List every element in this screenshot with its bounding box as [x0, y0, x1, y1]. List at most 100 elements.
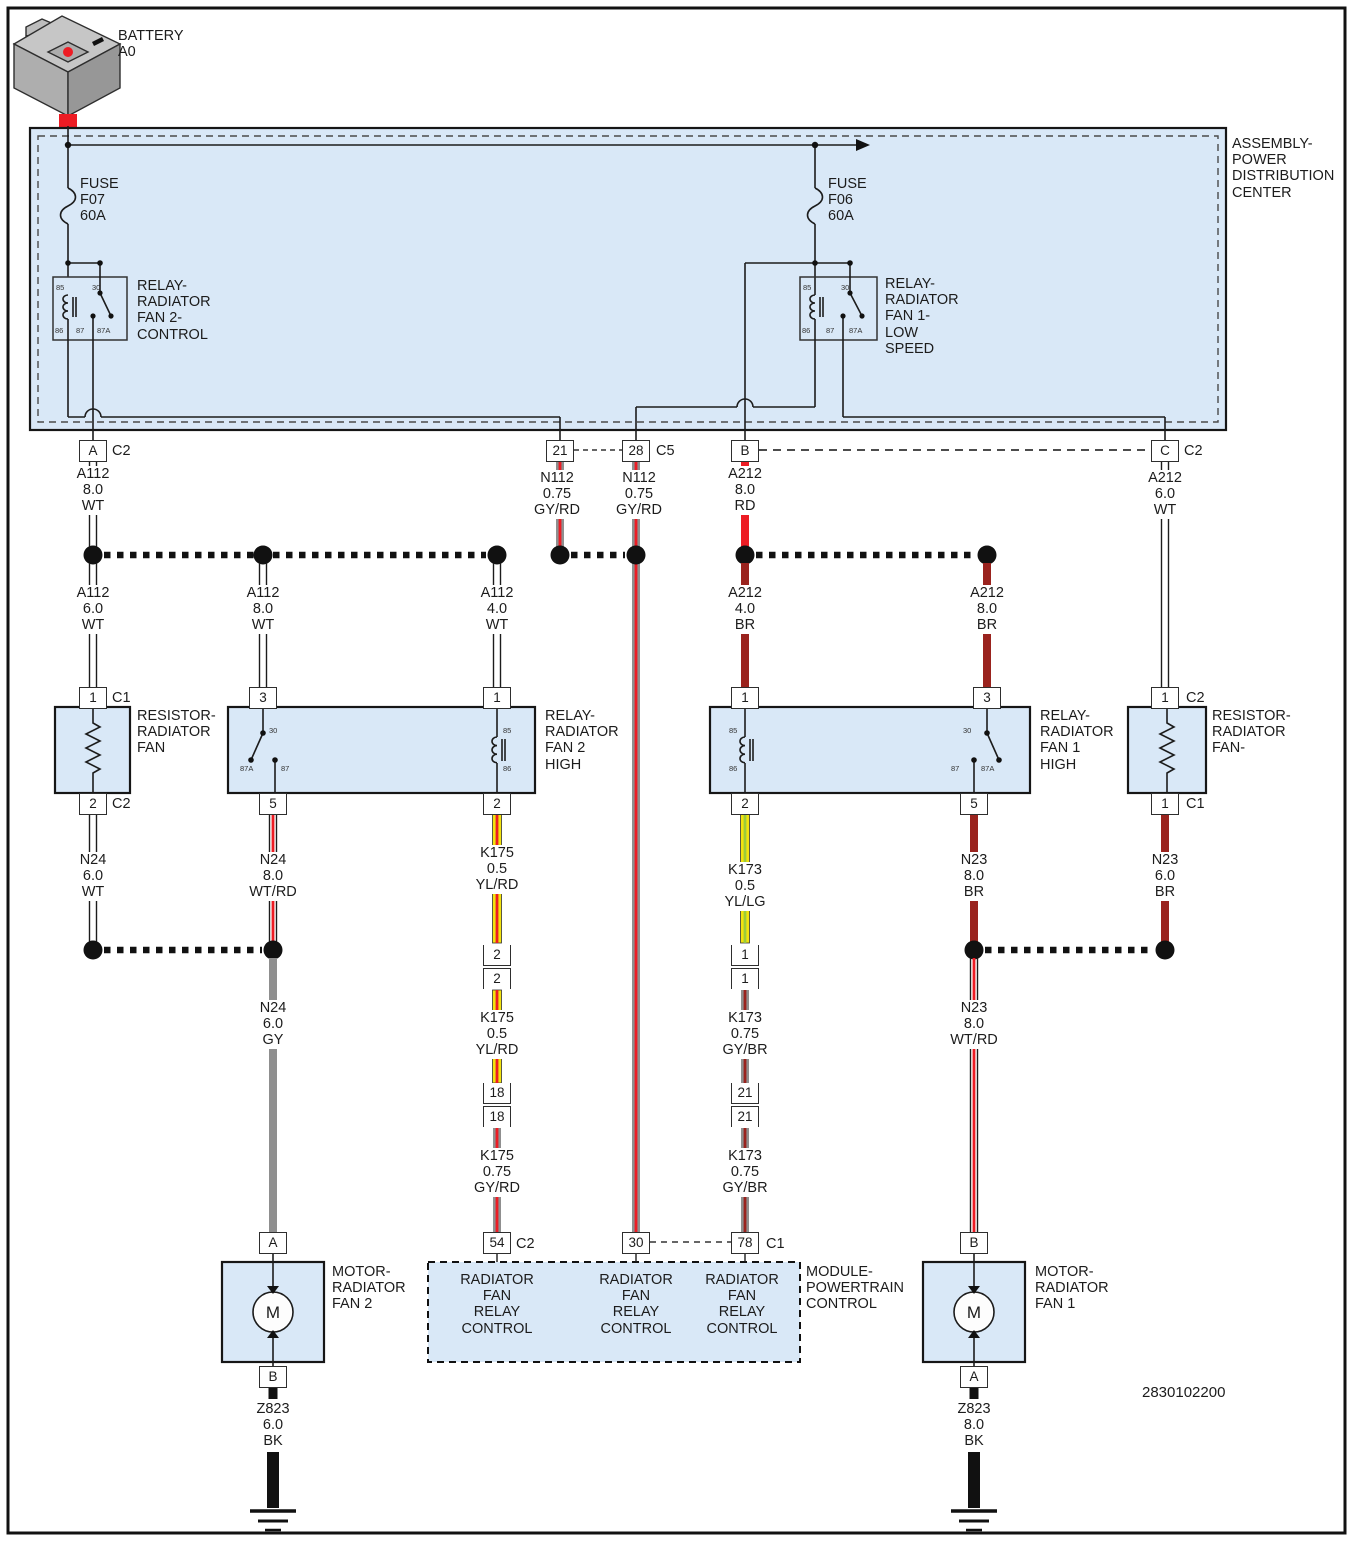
inline-connector[interactable]: 1 — [731, 968, 759, 989]
connector-21[interactable]: 21 — [546, 440, 574, 462]
pcm-fn-label: RADIATOR FAN RELAY CONTROL — [599, 1272, 673, 1337]
connector-c-name: C2 — [1184, 443, 1203, 459]
wire-label: N23 8.0 WT/RD — [947, 1000, 1001, 1049]
pcm-fn-label: RADIATOR FAN RELAY CONTROL — [705, 1272, 779, 1337]
pin-86-label: 86 — [55, 326, 64, 335]
relay-fan2-high-box — [226, 705, 537, 795]
wire-label: A212 8.0 BR — [967, 585, 1007, 634]
pin-87a-label: 87A — [97, 326, 111, 335]
inline-connector[interactable]: 21 — [731, 1106, 759, 1127]
pin-87-label: 87 — [281, 764, 290, 773]
pin-86-label: 86 — [802, 326, 811, 335]
resistor-left-label: RESISTOR- RADIATOR FAN — [137, 708, 216, 757]
wire-label: N24 6.0 WT — [76, 852, 110, 901]
connector-a-name: C2 — [112, 443, 131, 459]
relay-fan2-control-label: RELAY- RADIATOR FAN 2- CONTROL — [137, 278, 211, 343]
pin-85-label: 85 — [503, 726, 512, 735]
wire-label: K173 0.75 GY/BR — [719, 1010, 771, 1059]
pcm-box — [427, 1261, 801, 1363]
pdc-label: ASSEMBLY- POWER DISTRIBUTION CENTER — [1232, 136, 1335, 201]
wire-label: A112 4.0 WT — [477, 585, 517, 634]
pin-30-label: 30 — [841, 283, 850, 292]
page-border — [6, 6, 1347, 1535]
pin-relay-fan1-high-1[interactable]: 1 — [731, 687, 759, 709]
pin-87a-label: 87A — [240, 764, 254, 773]
wire-label: K175 0.5 YL/RD — [472, 1010, 522, 1059]
pin-86-label: 86 — [503, 764, 512, 773]
wire-label: K173 0.75 GY/BR — [719, 1148, 771, 1197]
wire-label: N112 0.75 GY/RD — [531, 470, 583, 519]
ground-wire-fan1 — [968, 1452, 980, 1508]
wire-label: A112 8.0 WT — [243, 585, 283, 634]
pin-relay-fan2-high-1[interactable]: 1 — [483, 687, 511, 709]
pin-relay-fan1-high-3[interactable]: 3 — [973, 687, 1001, 709]
battery-label: BATTERY A0 — [118, 28, 184, 61]
pin-conn-name: C2 — [1186, 690, 1205, 706]
motor-symbol: M — [966, 1303, 982, 1322]
pcm-label: MODULE- POWERTRAIN CONTROL — [806, 1264, 905, 1313]
inline-connector[interactable]: 2 — [483, 945, 511, 966]
fuse-f07-label: FUSE F07 60A — [80, 176, 119, 225]
pin-relay-fan1-high-5[interactable]: 5 — [960, 793, 988, 815]
pin-87-label: 87 — [826, 326, 835, 335]
pin-conn-name: C1 — [1186, 796, 1205, 812]
wire-label: Z823 8.0 BK — [954, 1401, 994, 1450]
wire-label: K175 0.5 YL/RD — [472, 845, 522, 894]
pin-85-label: 85 — [803, 283, 812, 292]
pin-87a-label: 87A — [849, 326, 863, 335]
inline-connector[interactable]: 18 — [483, 1083, 511, 1104]
pin-86-label: 86 — [729, 764, 738, 773]
fuse-f06-label: FUSE F06 60A — [828, 176, 867, 225]
pin-resistor-right-top[interactable]: 1 — [1151, 687, 1179, 709]
pin-motor-fan2-b[interactable]: B — [259, 1366, 287, 1388]
pin-motor-fan1-b[interactable]: B — [960, 1232, 988, 1254]
pin-conn-name: C2 — [516, 1236, 535, 1252]
pin-pcm-78[interactable]: 78 — [731, 1232, 759, 1254]
pin-87-label: 87 — [951, 764, 960, 773]
pin-relay-fan1-high-2[interactable]: 2 — [731, 793, 759, 815]
bus-arrow — [856, 139, 870, 151]
inline-connector[interactable]: 2 — [483, 968, 511, 989]
connector-a[interactable]: A — [79, 440, 107, 462]
wire-label: N23 8.0 BR — [957, 852, 991, 901]
pin-conn-name: C1 — [766, 1236, 785, 1252]
pin-conn-name: C1 — [112, 690, 131, 706]
pin-85-label: 85 — [56, 283, 65, 292]
relay-fan1-high-box — [708, 705, 1032, 795]
inline-connector[interactable]: 21 — [731, 1083, 759, 1104]
connector-c[interactable]: C — [1151, 440, 1179, 462]
diagram-number: 2830102200 — [1142, 1384, 1226, 1401]
wire-label: N112 0.75 GY/RD — [613, 470, 665, 519]
motor-symbol: M — [265, 1303, 281, 1322]
relay-fan1-low-label: RELAY- RADIATOR FAN 1- LOW SPEED — [885, 276, 959, 357]
relay-fan1-low-box — [799, 276, 878, 341]
wire-label: N23 6.0 BR — [1148, 852, 1182, 901]
wire-n24-gy — [269, 958, 277, 1232]
pin-30-label: 30 — [269, 726, 278, 735]
pin-relay-fan2-high-2[interactable]: 2 — [483, 793, 511, 815]
motor-fan2-label: MOTOR- RADIATOR FAN 2 — [332, 1264, 406, 1313]
pin-pcm-30[interactable]: 30 — [622, 1232, 650, 1254]
resistor-right-label: RESISTOR- RADIATOR FAN- — [1212, 708, 1291, 757]
relay-fan1-high-label: RELAY- RADIATOR FAN 1 HIGH — [1040, 708, 1114, 773]
relay-fan2-control-box — [52, 276, 128, 341]
motor-fan1-label: MOTOR- RADIATOR FAN 1 — [1035, 1264, 1109, 1313]
wire-label: N24 6.0 GY — [256, 1000, 290, 1049]
pin-relay-fan2-high-5[interactable]: 5 — [259, 793, 287, 815]
connector-b[interactable]: B — [731, 440, 759, 462]
pin-87-label: 87 — [76, 326, 85, 335]
connector-28[interactable]: 28 — [622, 440, 650, 462]
pin-relay-fan2-high-3[interactable]: 3 — [249, 687, 277, 709]
resistor-symbol-right — [1158, 707, 1176, 793]
pdc-box — [28, 126, 1228, 432]
pin-87a-label: 87A — [981, 764, 995, 773]
pin-resistor-left-bot[interactable]: 2 — [79, 793, 107, 815]
pin-motor-fan2-a[interactable]: A — [259, 1232, 287, 1254]
pin-resistor-left-top[interactable]: 1 — [79, 687, 107, 709]
pin-motor-fan1-a[interactable]: A — [960, 1366, 988, 1388]
pin-pcm-54[interactable]: 54 — [483, 1232, 511, 1254]
pin-resistor-right-bot[interactable]: 1 — [1151, 793, 1179, 815]
inline-connector[interactable]: 18 — [483, 1106, 511, 1127]
inline-connector[interactable]: 1 — [731, 945, 759, 966]
